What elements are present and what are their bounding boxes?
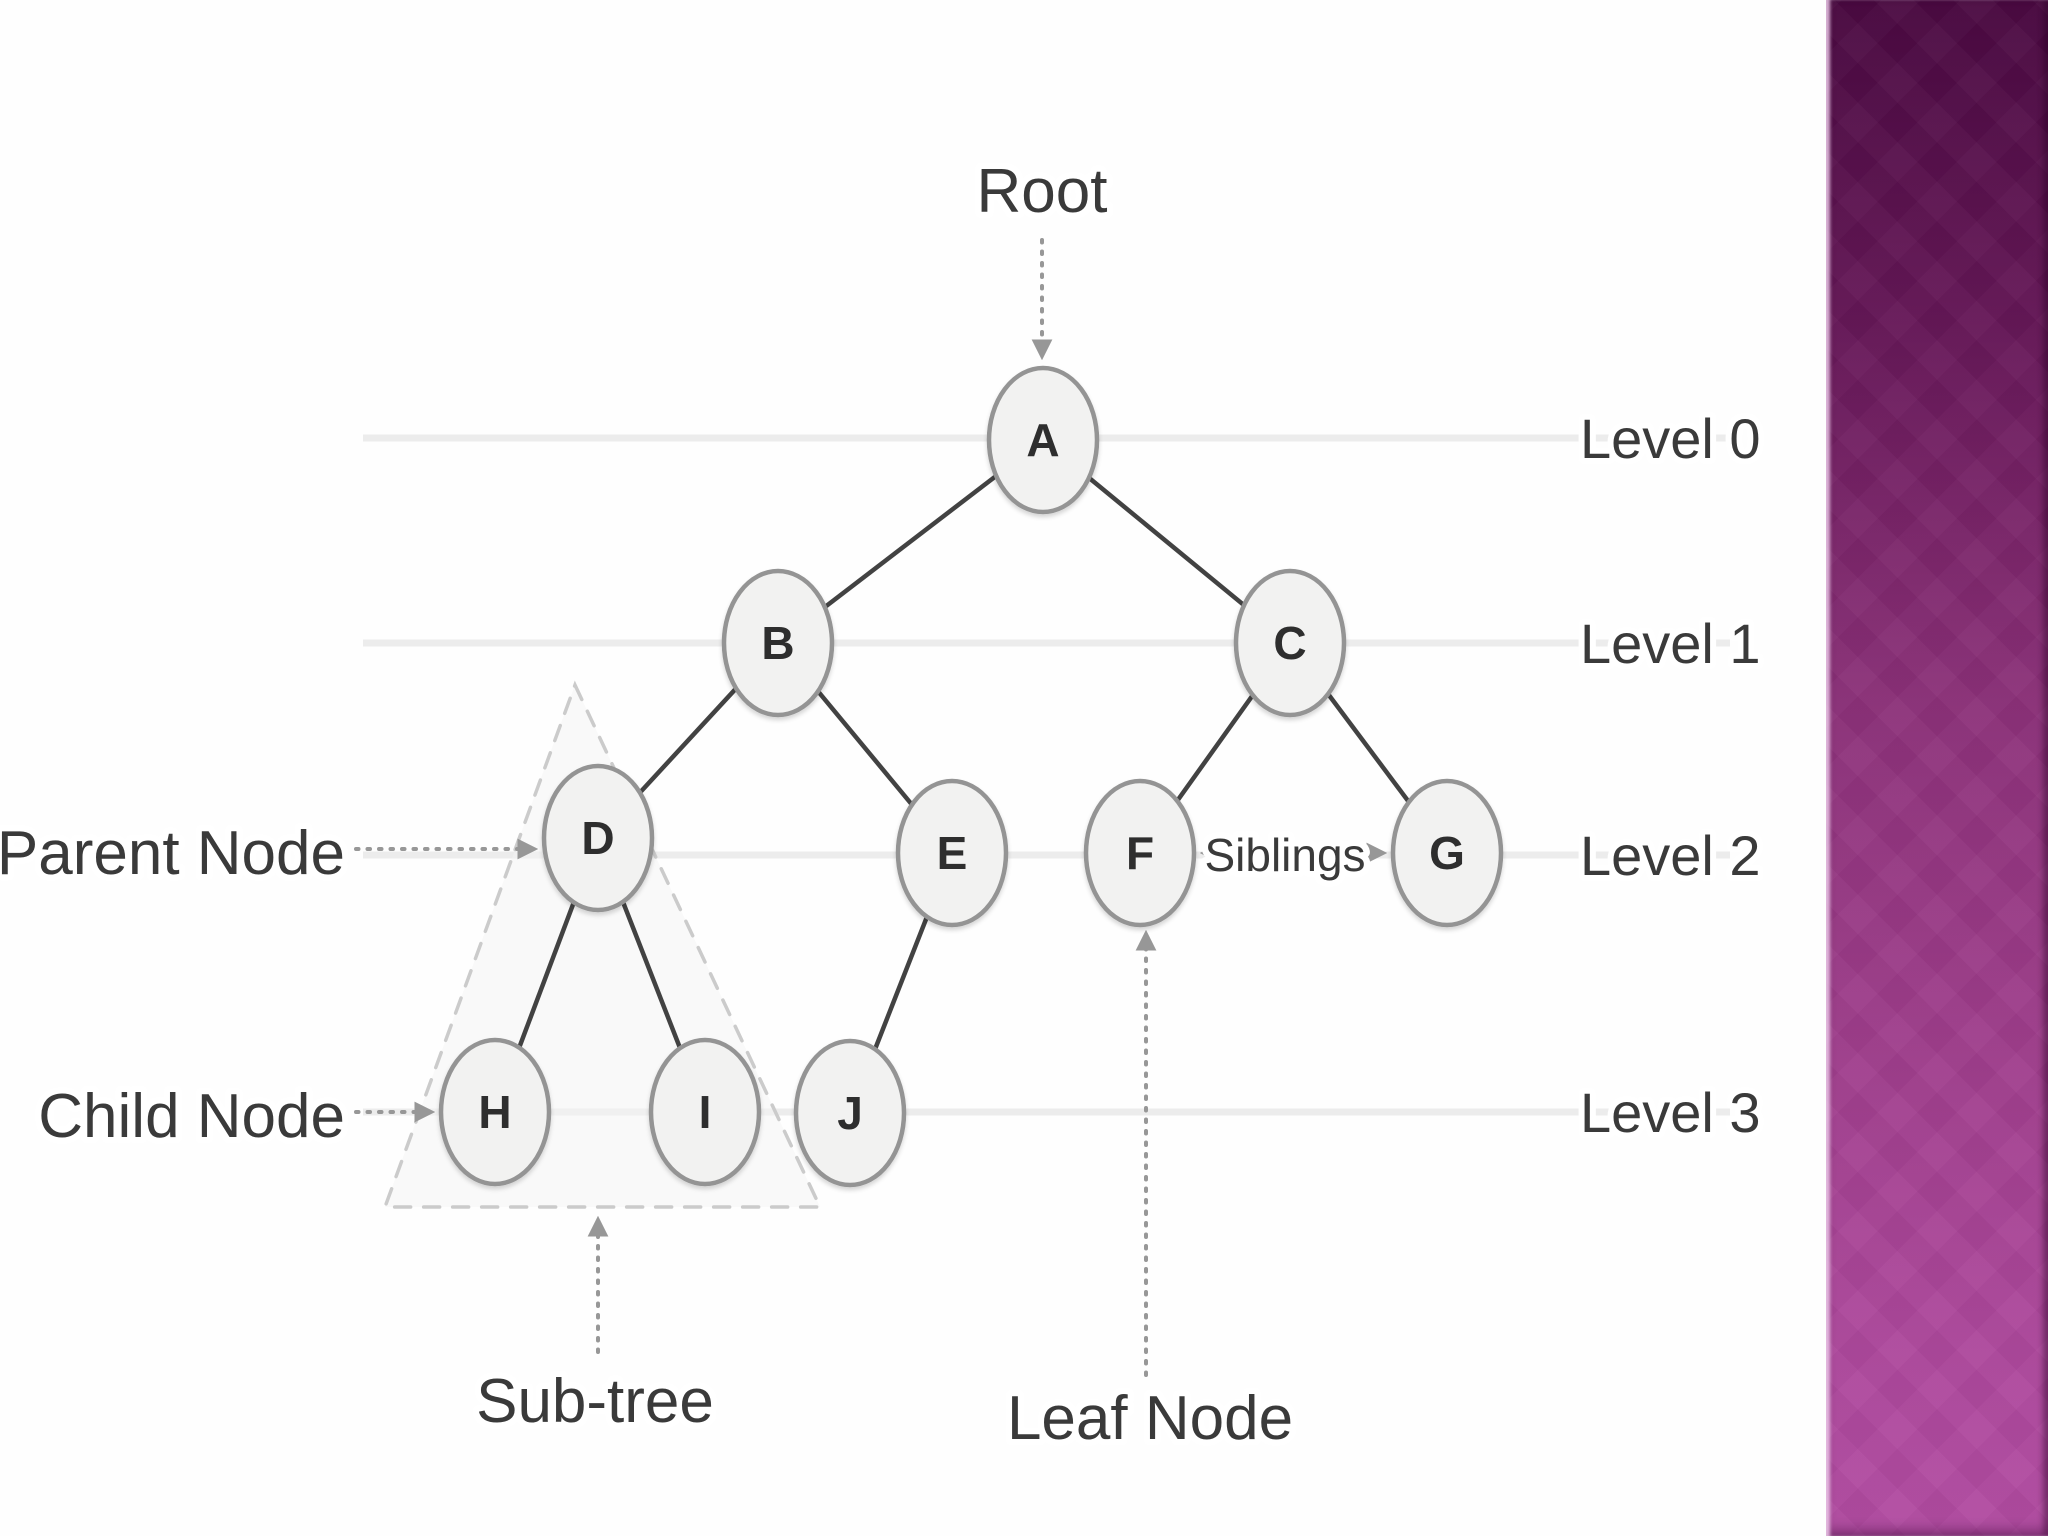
root-label: Root	[977, 157, 1108, 226]
tree-node-circle-A	[986, 365, 1100, 515]
tree-node-circle-J	[793, 1038, 907, 1188]
tree-node-C: C	[1233, 568, 1347, 718]
parent-node-label: Parent Node	[0, 819, 345, 888]
tree-node-label-H: H	[478, 1086, 511, 1138]
level-label-3: Level 3	[1580, 1081, 1761, 1144]
level-label-2: Level 2	[1580, 824, 1761, 887]
tree-node-I: I	[648, 1037, 762, 1187]
level-label-0: Level 0	[1580, 407, 1761, 470]
tree-node-label-J: J	[837, 1087, 863, 1139]
tree-node-G: G	[1390, 778, 1504, 928]
tree-node-circle-I	[648, 1037, 762, 1187]
tree-node-label-G: G	[1429, 827, 1465, 879]
sub-tree-label: Sub-tree	[476, 1367, 714, 1436]
tree-node-circle-D	[541, 763, 655, 913]
tree-node-A: A	[986, 365, 1100, 515]
tree-node-label-B: B	[761, 617, 794, 669]
tree-node-J: J	[793, 1038, 907, 1188]
leaf-node-label: Leaf Node	[1007, 1384, 1293, 1453]
decorative-sidebar	[1826, 0, 2048, 1536]
tree-node-circle-B	[721, 568, 835, 718]
tree-node-label-I: I	[699, 1086, 712, 1138]
tree-node-label-E: E	[937, 827, 968, 879]
level-label-1: Level 1	[1580, 612, 1761, 675]
tree-node-F: F	[1083, 778, 1197, 928]
siblings-label: Siblings	[1204, 829, 1365, 881]
tree-node-B: B	[721, 568, 835, 718]
tree-node-circle-H	[438, 1037, 552, 1187]
child-node-label: Child Node	[38, 1082, 345, 1151]
tree-node-label-C: C	[1273, 617, 1306, 669]
tree-node-label-F: F	[1126, 827, 1154, 879]
tree-node-H: H	[438, 1037, 552, 1187]
tree-node-D: D	[541, 763, 655, 913]
tree-node-label-A: A	[1026, 414, 1059, 466]
tree-node-label-D: D	[581, 812, 614, 864]
tree-node-E: E	[895, 778, 1009, 928]
tree-node-circle-E	[895, 778, 1009, 928]
tree-node-circle-G	[1390, 778, 1504, 928]
tree-node-circle-F	[1083, 778, 1197, 928]
tree-node-circle-C	[1233, 568, 1347, 718]
